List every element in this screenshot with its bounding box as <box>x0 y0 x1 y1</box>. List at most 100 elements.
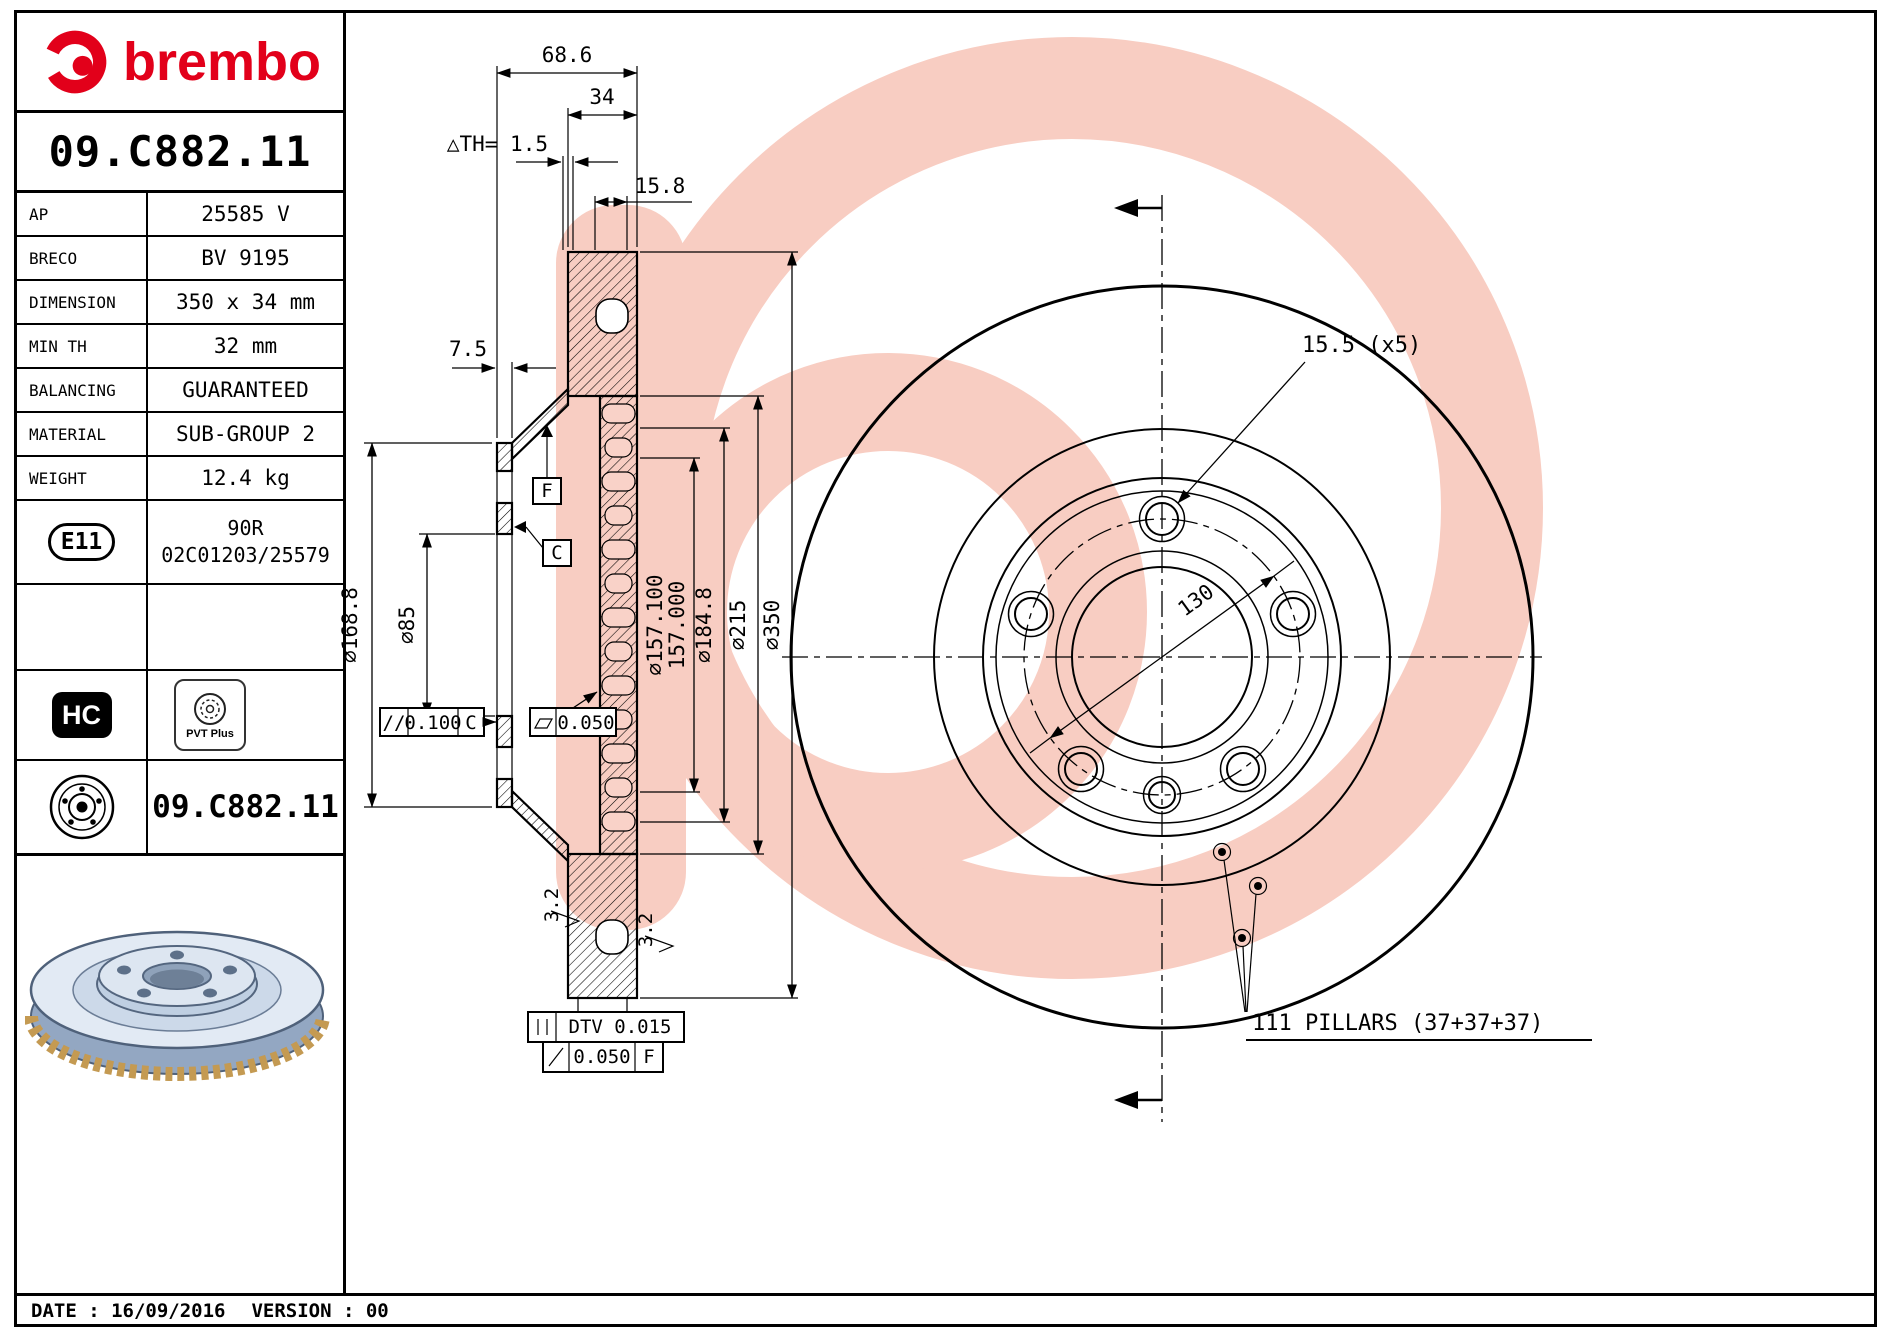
rotation-arrow-bottom-icon <box>1114 1091 1162 1109</box>
tolerance-dtv: DTV 0.015 <box>527 998 685 1043</box>
spec-value: 32 mm <box>213 334 278 358</box>
bolt-hole <box>1138 495 1186 543</box>
brembo-logo-icon <box>43 30 107 93</box>
bolt-circle <box>1023 518 1301 796</box>
roughness-mark-left: 3.2 <box>541 888 581 928</box>
dimension-flange: 7.5 <box>449 337 556 438</box>
roughness-value: 3.2 <box>635 913 657 947</box>
tolerance-runout: 0.050 F <box>542 1041 664 1073</box>
dim-dia-register-min: 157.000 <box>665 581 689 670</box>
dim-pad-depth: 15.8 <box>635 174 686 198</box>
vent-inner-circle <box>933 428 1391 886</box>
spec-label: DIMENSION <box>17 281 148 323</box>
title-block: brembo 09.C882.11 AP 25585 V BRECO BV 91… <box>17 13 346 1293</box>
spec-row: BRECO BV 9195 <box>17 237 343 281</box>
footer-date: DATE : 16/09/2016 <box>31 1300 226 1322</box>
hc-badge: HC <box>51 692 112 738</box>
parallelism-value: 0.100 <box>404 712 461 734</box>
disc-section-geometry <box>495 250 639 1000</box>
brand-wordmark: brembo <box>123 31 322 92</box>
spec-value: GUARANTEED <box>182 378 309 402</box>
bolt-holes-label: 15.5 (x5) <box>1302 333 1421 358</box>
disc-3d-image <box>17 856 343 1126</box>
bolt-hole <box>1219 745 1267 793</box>
pvt-label: PVT Plus <box>186 727 234 740</box>
bolt-hole <box>1269 590 1317 638</box>
pillars-label: 111 PILLARS (37+37+37) <box>1252 1011 1543 1036</box>
hat-circle <box>982 477 1342 837</box>
footer-version: VERSION : 00 <box>251 1300 389 1322</box>
spec-label: BALANCING <box>17 369 148 411</box>
front-view: 15.5 (x5) 130 111 PILLARS (37+37+37) <box>782 195 1592 1122</box>
dim-dia-vent-inner: ⌀215 <box>726 600 750 651</box>
dim-dia-register-max: ⌀157.100 <box>643 574 667 675</box>
cross-section-view: 68.6 34 △TH= 1.5 15.8 7.5 ⌀168.8 <box>338 43 798 1073</box>
disc-outer-circle <box>789 284 1535 1030</box>
register-circle <box>995 490 1329 824</box>
datum-c-label: C <box>551 542 562 564</box>
dim-thickness: 34 <box>589 85 614 109</box>
spec-value: BV 9195 <box>201 246 290 270</box>
homologation-line2: 02C01203/25579 <box>161 543 330 567</box>
datum-c-flag: C <box>514 521 572 567</box>
parallelism-symbol: // <box>383 712 406 734</box>
dim-dia-pad-inner: ⌀184.8 <box>692 587 716 663</box>
brembo-logo: brembo <box>17 13 343 113</box>
spec-row: AP 25585 V <box>17 193 343 237</box>
spec-label: MIN TH <box>17 325 148 367</box>
dimension-lines-top: 68.6 34 △TH= 1.5 15.8 <box>447 43 692 438</box>
dtv-value: DTV 0.015 <box>569 1016 672 1038</box>
bolt-circle-label: 130 <box>1173 579 1218 621</box>
e11-badge: E11 <box>47 523 116 561</box>
runout-icon <box>548 1047 564 1067</box>
spec-label: BRECO <box>17 237 148 279</box>
flatness-icon <box>533 718 554 729</box>
tolerance-flatness: 0.050 <box>529 691 617 737</box>
dim-wear-limit: △TH= 1.5 <box>447 132 548 156</box>
spec-row: DIMENSION 350 x 34 mm <box>17 281 343 325</box>
disc-number-row: 09.C882.11 <box>17 761 343 856</box>
spec-value: 12.4 kg <box>201 466 290 490</box>
bolt-hole <box>1057 745 1105 793</box>
pvt-disc-icon <box>194 692 226 725</box>
dim-dia-bore: ⌀85 <box>395 606 419 644</box>
badges-row: HC PVT Plus <box>17 671 343 761</box>
spec-row: MIN TH 32 mm <box>17 325 343 369</box>
flatness-value: 0.050 <box>557 712 614 734</box>
dim-dia-outer: ⌀350 <box>760 600 784 651</box>
roughness-value: 3.2 <box>541 888 563 922</box>
runout-datum: F <box>643 1046 654 1068</box>
homologation-line1: 90R <box>227 516 264 540</box>
spec-value: 25585 V <box>201 202 290 226</box>
part-number: 09.C882.11 <box>17 113 343 193</box>
runout-value: 0.050 <box>573 1046 630 1068</box>
spec-label: WEIGHT <box>17 457 148 499</box>
parallelism-datum: C <box>465 712 476 734</box>
footer: DATE : 16/09/2016 VERSION : 00 <box>17 1293 1874 1326</box>
repeat-part-number: 09.C882.11 <box>152 789 339 825</box>
spec-label: MATERIAL <box>17 413 148 455</box>
homologation-row: E11 90R 02C01203/25579 <box>17 501 343 585</box>
datum-f-flag: F <box>532 425 562 505</box>
spec-row: BALANCING GUARANTEED <box>17 369 343 413</box>
roughness-icon <box>550 910 581 928</box>
dim-flange-thickness: 7.5 <box>449 337 487 361</box>
brembo-watermark <box>556 37 1543 979</box>
pvt-plus-badge: PVT Plus <box>174 679 246 751</box>
dim-total-width: 68.6 <box>542 43 593 67</box>
locating-pin-hole <box>1142 775 1182 815</box>
bolt-hole-callout: 15.5 (x5) <box>1177 333 1421 504</box>
rotation-arrow-top-icon <box>1114 199 1162 217</box>
disc-icon <box>49 774 114 840</box>
datum-f-label: F <box>541 480 552 502</box>
roughness-icon <box>644 935 675 953</box>
roughness-mark-right: 3.2 <box>635 913 675 953</box>
spec-value: SUB-GROUP 2 <box>175 422 316 446</box>
spec-label: AP <box>17 193 148 235</box>
spec-row: WEIGHT 12.4 kg <box>17 457 343 501</box>
dim-dia-hat: ⌀168.8 <box>338 587 362 663</box>
pillar-callout: 111 PILLARS (37+37+37) <box>1212 842 1592 1041</box>
empty-row <box>17 585 343 671</box>
